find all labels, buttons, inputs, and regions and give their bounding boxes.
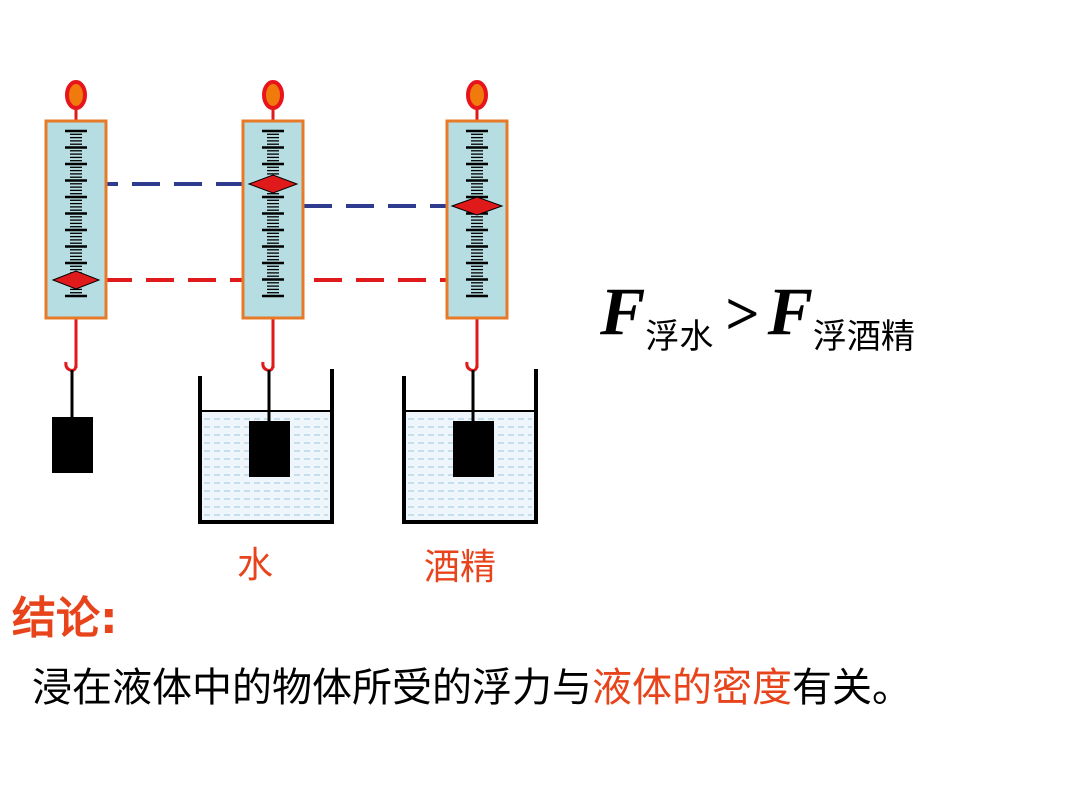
formula-relation: > [725, 281, 760, 347]
conclusion-label: 结论: [12, 593, 118, 644]
conclusion-text-before: 浸在液体中的物体所受的浮力与 [32, 665, 592, 711]
formula-subscript-alcohol: 浮酒精 [812, 317, 915, 357]
scale-pointer [51, 270, 101, 290]
formula-symbol-left: F [600, 273, 646, 349]
liquid-label-water: 水 [237, 545, 274, 586]
conclusion-text: 浸在液体中的物体所受的浮力与液体的密度有关。 [32, 655, 912, 713]
formula-subscript-water: 浮水 [645, 317, 714, 357]
buoyancy-formula: F浮水>F浮酒精 [600, 272, 915, 357]
scale-ticks [65, 129, 87, 298]
scale-hook [465, 350, 479, 372]
scale-ring [262, 80, 284, 110]
scale-ticks [262, 129, 284, 298]
liquid-label-alcohol: 酒精 [424, 547, 497, 588]
beaker-water [198, 369, 334, 524]
scale-ring [65, 80, 87, 110]
scale-hook [64, 350, 78, 372]
metal-block-water [249, 421, 290, 477]
conclusion-highlight: 液体的密度 [592, 665, 792, 711]
metal-block-air [52, 417, 93, 473]
scale-pointer [450, 196, 504, 216]
spring-scale-air [44, 80, 108, 473]
formula-symbol-right: F [767, 273, 813, 349]
beaker-alcohol [402, 369, 538, 524]
conclusion-text-after: 有关。 [792, 665, 912, 711]
scale-pointer [247, 174, 299, 194]
scale-hook [261, 350, 275, 372]
scale-ring [466, 80, 488, 110]
metal-block-alcohol [453, 421, 494, 477]
spring-scale-water [198, 80, 334, 524]
spring-scale-alcohol [402, 80, 538, 524]
